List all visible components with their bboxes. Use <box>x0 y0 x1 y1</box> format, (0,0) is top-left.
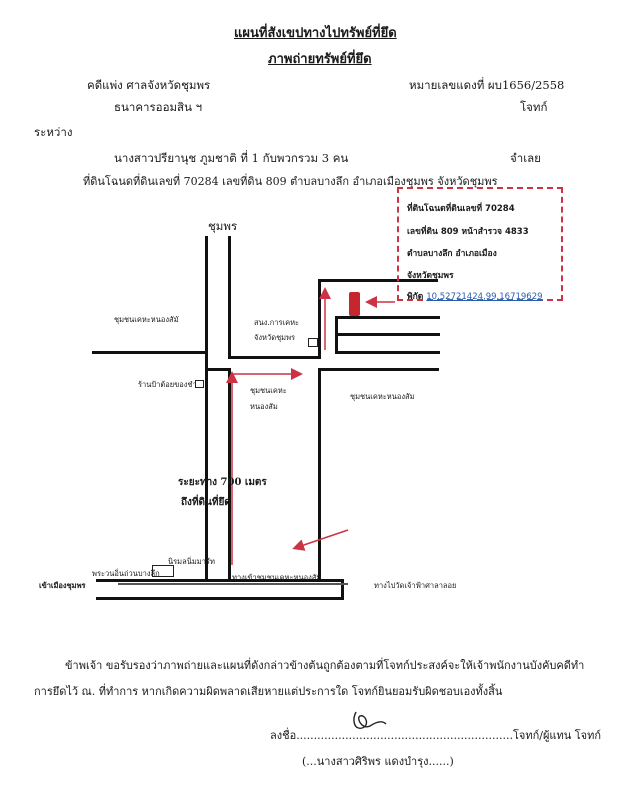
signature-name: (...นางสาวศิริพร แดงบำรุง......) <box>302 755 454 768</box>
defendant-name: นางสาวปรียานุช ภูมชาติ ที่ 1 กับพวกรวม 3… <box>114 151 349 165</box>
map-label-shop: ร้านป้าต้อยของชำ <box>138 380 197 389</box>
map-label-temple-road: ทางไปวัดเจ้าฟ้าศาลาลอย <box>374 581 457 590</box>
road-main-vertical <box>228 368 231 579</box>
map-label-town: เข้าเมืองชุมพร <box>39 581 86 590</box>
coord-link[interactable]: 10.52721424,99.16719629 <box>426 292 543 302</box>
map-label-community-center-2: หนองสัม <box>250 402 278 411</box>
signature-prefix: ลงชื่อ <box>270 729 297 742</box>
signature-line: ลงชื่อ..................................… <box>270 726 601 744</box>
map-label-community-left: ชุมชนเคหะหนองสัมั <box>114 315 179 324</box>
road-right-vertical-top <box>318 279 321 359</box>
document-title: แผนที่สังเขปทางไปทรัพย์ที่ยึด <box>234 26 397 41</box>
map-label-chumphon: ชุมพร <box>208 219 238 233</box>
map-label-office-2: จังหวัดชุมพร <box>254 333 296 342</box>
road-right-spur <box>335 316 338 354</box>
road-right-vertical-bottom <box>318 368 321 579</box>
road-bottom-main-2 <box>96 597 341 600</box>
road-bottom-main <box>96 579 341 582</box>
road-horizontal-left-top <box>92 351 208 354</box>
road-right-horizontal-4 <box>335 351 440 354</box>
callout-line-3: ตำบลบางลึก อำเภอเมือง <box>407 249 497 259</box>
road-horizontal-mid-top <box>231 356 318 359</box>
case-number: หมายเลขแดงที่ ผบ1656/2558 <box>409 78 565 92</box>
road-bottom-right-stub <box>341 579 344 600</box>
defendant-role: จำเลย <box>510 151 541 165</box>
callout-coords: พิกัด 10.52721424,99.16719629 <box>407 289 543 303</box>
callout-line-4: จังหวัดชุมพร <box>407 271 454 281</box>
signature-role: โจทก์/ผู้แทน โจทก์ <box>512 729 602 742</box>
document-subtitle: ภาพถ่ายทรัพย์ที่ยึด <box>268 52 372 67</box>
road-right-horizontal-2 <box>335 316 440 319</box>
map-label-community-center-1: ชุมชนเคหะ <box>250 386 287 395</box>
land-info-callout: ที่ดินโฉนดที่ดินเลขที่ 70284 เลขที่ดิน 8… <box>397 187 563 303</box>
court-label: คดีแพ่ง ศาลจังหวัดชุมพร <box>87 78 211 92</box>
road-left-vertical-2 <box>228 236 231 359</box>
handwritten-signature <box>353 711 387 729</box>
building-icon-sport <box>152 565 174 577</box>
map-label-arrive: ถึงที่ดินที่ยึด <box>181 497 231 508</box>
callout-line-1: ที่ดินโฉนดที่ดินเลขที่ 70284 <box>407 204 515 214</box>
map-label-sport: พระวนอิ่นถ่วนบางลึก <box>92 569 160 578</box>
seized-land-marker <box>349 292 360 316</box>
plaintiff-name: ธนาคารออมสิน ฯ <box>114 100 203 114</box>
road-right-horizontal-top <box>318 279 438 282</box>
road-junction-bottom <box>208 368 230 371</box>
road-right-horizontal-bottom <box>321 368 439 371</box>
map-label-lodging: นิรมลนิ่มมารีท <box>168 557 215 566</box>
callout-line-2: เลขที่ดิน 809 หน้าสำรวจ 4833 <box>407 227 529 237</box>
building-icon-shop <box>195 380 204 388</box>
road-right-horizontal-3 <box>335 333 440 336</box>
signature-dots-right: ............................. <box>411 729 513 742</box>
road-bottom-line <box>118 583 348 585</box>
map-label-community-right: ชุมชนเคหะหนองสัม <box>350 392 415 401</box>
certification-line-2: การยึดไว้ ณ. ที่ทำการ หากเกิดความผิดพลาด… <box>34 685 503 698</box>
between-label: ระหว่าง <box>34 125 73 139</box>
plaintiff-role: โจทก์ <box>520 100 548 114</box>
signature-dots-left: ................................. <box>296 729 412 742</box>
map-label-distance: ระยะทาง 700 เมตร <box>178 477 267 488</box>
road-left-vertical-1 <box>205 236 208 581</box>
certification-line-1: ข้าพเจ้า ขอรับรองว่าภาพถ่ายและแผนที่ดังก… <box>65 659 585 672</box>
entrance-pointer-arrow <box>292 529 349 551</box>
coord-label: พิกัด <box>407 292 424 302</box>
map-label-entrance: ทางเข้าชุมชนเคหะหนองสัม <box>232 573 322 582</box>
map-label-office: สนง.การเคหะ <box>254 318 300 327</box>
building-icon-office <box>308 338 318 347</box>
land-description: ที่ดินโฉนดที่ดินเลขที่ 70284 เลขที่ดิน 8… <box>83 175 498 188</box>
